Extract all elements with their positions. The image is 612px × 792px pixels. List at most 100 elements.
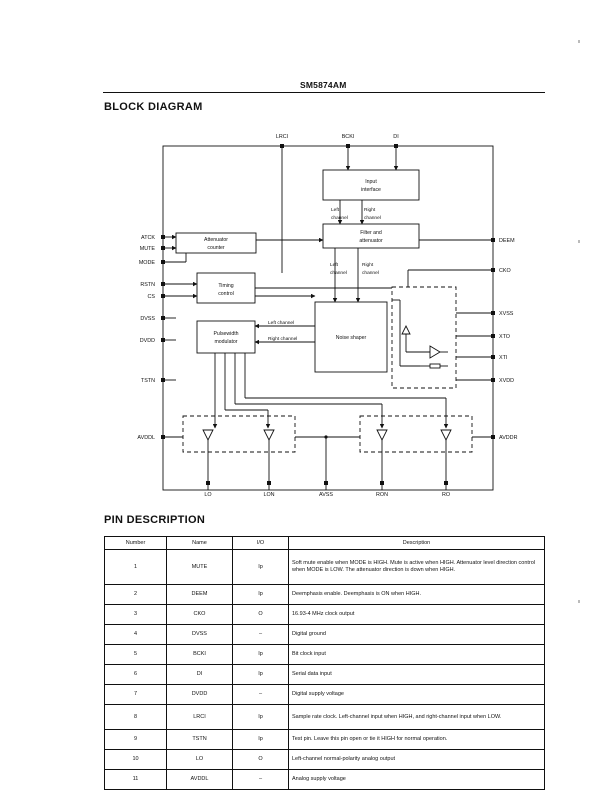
- svg-text:attenuator: attenuator: [359, 238, 383, 244]
- col-name: Name: [166, 536, 233, 550]
- sig-right-h: Right channel: [268, 336, 297, 342]
- pin-marker: [280, 144, 284, 148]
- pin-name: MUTE: [166, 549, 233, 585]
- pin-marker: [491, 435, 495, 439]
- col-io: I/O: [232, 536, 289, 550]
- block-diagram: Input interface Filter and attenuator At…: [137, 134, 517, 498]
- pin-label-rstn: RSTN: [140, 282, 155, 288]
- attenuator-counter-block: [175, 232, 257, 254]
- pin-label-bcki: BCKI: [342, 134, 355, 140]
- pin-number: 11: [104, 769, 167, 790]
- pin-marker: [267, 481, 271, 485]
- table-row: 7 DVDD – Digital supply voltage: [104, 684, 545, 705]
- sig-left-mid-1: Left: [330, 262, 339, 268]
- scan-edge-mark: [578, 600, 580, 603]
- svg-text:Right: Right: [362, 262, 374, 268]
- noise-shaper-label: Noise shaper: [336, 335, 367, 341]
- pin-desc: Digital supply voltage: [288, 684, 545, 705]
- svg-text:DEEM: DEEM: [499, 238, 515, 244]
- svg-text:RO: RO: [442, 492, 450, 498]
- pin-desc: Digital ground: [288, 624, 545, 645]
- sig-right-mid-2: channel: [362, 270, 379, 276]
- pin-marker: [161, 294, 165, 298]
- pin-name: LO: [166, 749, 233, 770]
- header-rule: [103, 92, 545, 93]
- pin-label-avss: AVSS: [319, 492, 333, 498]
- svg-text:XTI: XTI: [499, 355, 507, 361]
- pin-label-dvss: DVSS: [140, 316, 155, 322]
- pin-label-di: DI: [393, 134, 398, 140]
- svg-text:AVDDL: AVDDL: [137, 435, 155, 441]
- table-header-row: Number Name I/O Description: [104, 536, 545, 550]
- filter-line2: attenuator: [359, 238, 383, 244]
- pin-number: 8: [104, 704, 167, 730]
- svg-text:Left: Left: [331, 207, 340, 213]
- svg-text:Left: Left: [330, 262, 339, 268]
- pin-io: O: [232, 749, 289, 770]
- pin-name: TSTN: [166, 729, 233, 750]
- page-header: SM5874AM: [0, 0, 612, 100]
- pin-label-ro: RO: [442, 492, 450, 498]
- pin-desc: 16.93-4 MHz clock output: [288, 604, 545, 625]
- pin-io: –: [232, 684, 289, 705]
- pin-number: 3: [104, 604, 167, 625]
- pin-name: CKO: [166, 604, 233, 625]
- svg-text:Pulsewidth: Pulsewidth: [213, 331, 238, 337]
- pin-io: –: [232, 769, 289, 790]
- pin-number: 4: [104, 624, 167, 645]
- noise-shaper-block: [314, 301, 388, 373]
- pin-marker: [346, 144, 350, 148]
- left-output-region: [182, 415, 296, 453]
- pin-io: O: [232, 604, 289, 625]
- svg-text:Right channel: Right channel: [268, 336, 297, 342]
- svg-text:Noise shaper: Noise shaper: [336, 335, 367, 341]
- svg-text:ATCK: ATCK: [141, 235, 155, 241]
- svg-text:Left channel: Left channel: [268, 320, 294, 326]
- svg-text:AVSS: AVSS: [319, 492, 333, 498]
- pin-label-cs: CS: [148, 294, 156, 300]
- pin-number: 9: [104, 729, 167, 750]
- junction-dot: [324, 435, 328, 439]
- pin-marker: [491, 311, 495, 315]
- svg-text:LO: LO: [204, 492, 211, 498]
- attenuator-line2: counter: [207, 245, 225, 251]
- pin-label-dvdd: DVDD: [140, 338, 155, 344]
- table-row: 5 BCKI Ip Bit clock input: [104, 644, 545, 665]
- pin-desc: Test pin. Leave this pin open or tie it …: [288, 729, 545, 750]
- pin-name: LRCI: [166, 704, 233, 730]
- input-interface-block: [322, 169, 420, 201]
- svg-text:TSTN: TSTN: [141, 378, 155, 384]
- pin-label-lo: LO: [204, 492, 211, 498]
- filter-attenuator-block: [322, 223, 420, 249]
- svg-text:RON: RON: [376, 492, 388, 498]
- pin-name: DEEM: [166, 584, 233, 605]
- pin-label-lon: LON: [263, 492, 274, 498]
- table-row: 2 DEEM Ip Deemphasis enable. Deemphasis …: [104, 584, 545, 605]
- pin-label-xto: XTO: [499, 334, 510, 340]
- pin-label-xvss: XVSS: [499, 311, 514, 317]
- pin-marker: [491, 378, 495, 382]
- pin-description-table: Number Name I/O Description 1 MUTE Ip So…: [104, 536, 545, 790]
- pin-number: 1: [104, 549, 167, 585]
- col-number: Number: [104, 536, 167, 550]
- pin-io: Ip: [232, 729, 289, 750]
- pin-label-mute: MUTE: [140, 246, 156, 252]
- input-interface-line2: interface: [361, 187, 381, 193]
- oscillator-region: [391, 286, 457, 389]
- pin-desc: Serial data input: [288, 664, 545, 685]
- svg-text:LRCI: LRCI: [276, 134, 288, 140]
- svg-text:DVSS: DVSS: [140, 316, 155, 322]
- block-diagram-title: BLOCK DIAGRAM: [104, 101, 203, 113]
- pin-number: 6: [104, 664, 167, 685]
- pwm-block: [196, 320, 256, 354]
- svg-text:XVDD: XVDD: [499, 378, 514, 384]
- pin-label-avddl: AVDDL: [137, 435, 155, 441]
- pin-io: Ip: [232, 644, 289, 665]
- pin-io: Ip: [232, 584, 289, 605]
- attenuator-line1: Attenuator: [204, 237, 228, 243]
- timing-line1: Timing: [218, 283, 233, 289]
- table-row: 1 MUTE Ip Soft mute enable when MODE is …: [104, 549, 545, 585]
- pin-marker: [161, 235, 165, 239]
- pin-label-ron: RON: [376, 492, 388, 498]
- svg-text:BCKI: BCKI: [342, 134, 355, 140]
